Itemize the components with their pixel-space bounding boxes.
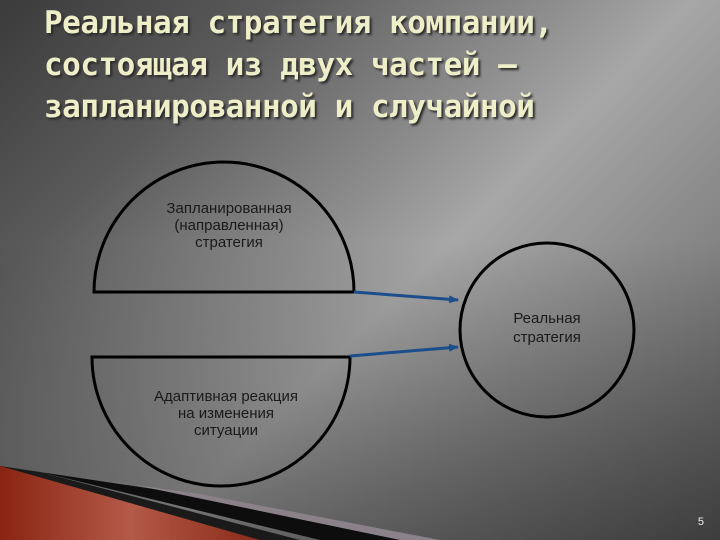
page-number: 5 [697,516,704,528]
real-strategy-label: Реальная стратегия [492,309,602,347]
adaptive-reaction-shape [90,355,352,488]
adaptive-line-2: на изменения [177,405,275,422]
title-line-1: Реальная стратегия компании, [44,5,553,41]
planned-line-2: (направленная) [174,217,284,234]
adaptive-reaction-label: Адаптивная реакция на изменения ситуации [136,388,316,439]
planned-line-1: Запланированная [166,200,292,217]
arrow-adaptive-to-real [349,343,459,358]
adaptive-line-1: Адаптивная реакция [153,388,299,405]
planned-strategy-label: Запланированная (направленная) стратегия [144,200,314,251]
result-line-2: стратегия [513,329,581,346]
adaptive-line-3: ситуации [194,422,258,439]
planned-line-3: стратегия [195,234,263,251]
planned-strategy-shape [92,160,356,294]
decorative-corner [0,466,440,540]
result-line-1: Реальная [513,310,581,327]
slide-title: Реальная стратегия компании, состоящая и… [44,2,704,128]
title-line-3: запланированной и случайной [44,89,535,125]
title-line-2: состоящая из двух частей – [44,47,517,83]
arrow-planned-to-real [353,290,459,304]
real-strategy-circle [458,241,636,419]
